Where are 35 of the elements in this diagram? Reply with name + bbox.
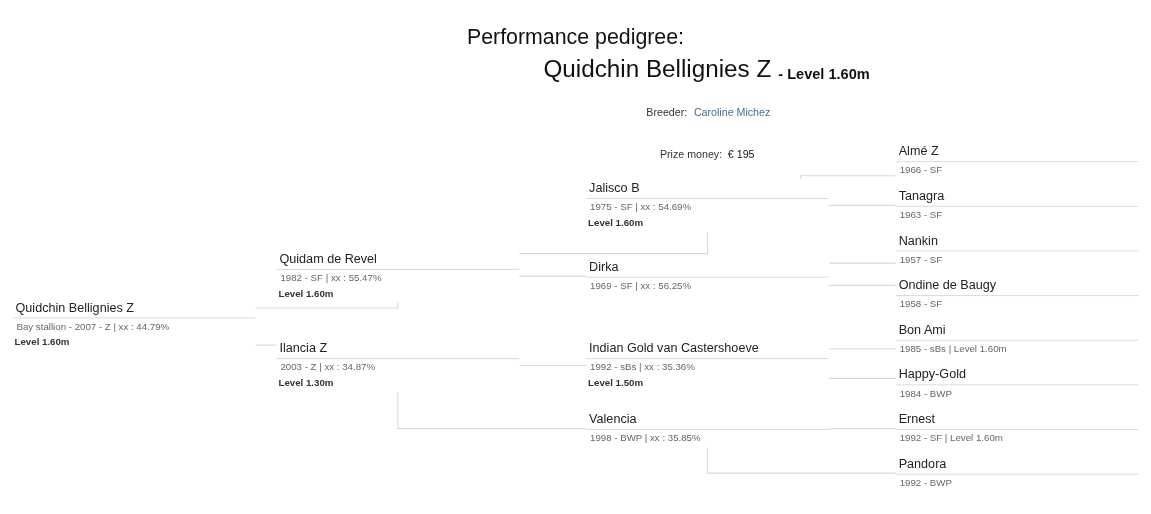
node-text: Pandora 1992 - BWP <box>898 456 952 488</box>
connector <box>828 204 897 206</box>
label: € 195 <box>727 147 755 160</box>
connector <box>828 377 897 379</box>
connector <box>518 364 587 366</box>
label: Breeder: <box>646 105 688 118</box>
label: - Level 1.60m <box>778 65 870 82</box>
node-text: Bon Ami 1985 - sBs | Level 1.60m <box>898 322 1007 354</box>
connector <box>518 275 587 277</box>
node-text: Ernest 1992 - SF | Level 1.60m <box>898 411 1003 443</box>
node-text: Happy-Gold 1984 - BWP <box>898 366 966 399</box>
node-text: Ondine de Baugy 1958 - SF <box>898 277 997 309</box>
node-text: Almé Z 1966 - SF <box>898 143 943 175</box>
connector <box>706 446 897 474</box>
node-text: Dirka 1969 - SF | xx : 56.25% <box>589 259 692 291</box>
node-text: Nankin 1957 - SF <box>898 233 943 265</box>
connector <box>800 174 897 179</box>
node-text: Quidam de Revel 1982 - SF | xx : 55.47% Level 1.60m <box>278 251 382 299</box>
node-text: Quidchin Bellignies Z Bay stallion - 2007 - Z | xx : 44.79% Level 1.60m <box>14 300 170 347</box>
label: Prize money: <box>659 147 723 160</box>
connector <box>397 390 587 429</box>
label: Quidchin Bellignies Z <box>543 54 772 82</box>
label: Caroline Michez <box>693 105 771 118</box>
connector <box>518 230 709 254</box>
node-text: Jalisco B 1975 - SF | xx : 54.69% Level 1.60m <box>588 180 692 228</box>
node-text: Tanagra 1963 - SF <box>898 188 945 220</box>
node-text: Valencia 1998 - BWP | xx : 35.85% <box>589 411 701 443</box>
connector <box>828 262 897 264</box>
diagram-title: Performance pedigree: <box>466 24 685 49</box>
node-text: Ilancia Z 2003 - Z | xx : 34.87% Level 1.30m <box>278 340 376 388</box>
connector <box>828 347 897 349</box>
node-text: Indian Gold van Castershoeve 1992 - sBs | xx : 35.36% Level 1.50m <box>588 340 759 388</box>
connector <box>254 301 399 309</box>
connector <box>828 427 897 429</box>
connector <box>828 284 897 286</box>
